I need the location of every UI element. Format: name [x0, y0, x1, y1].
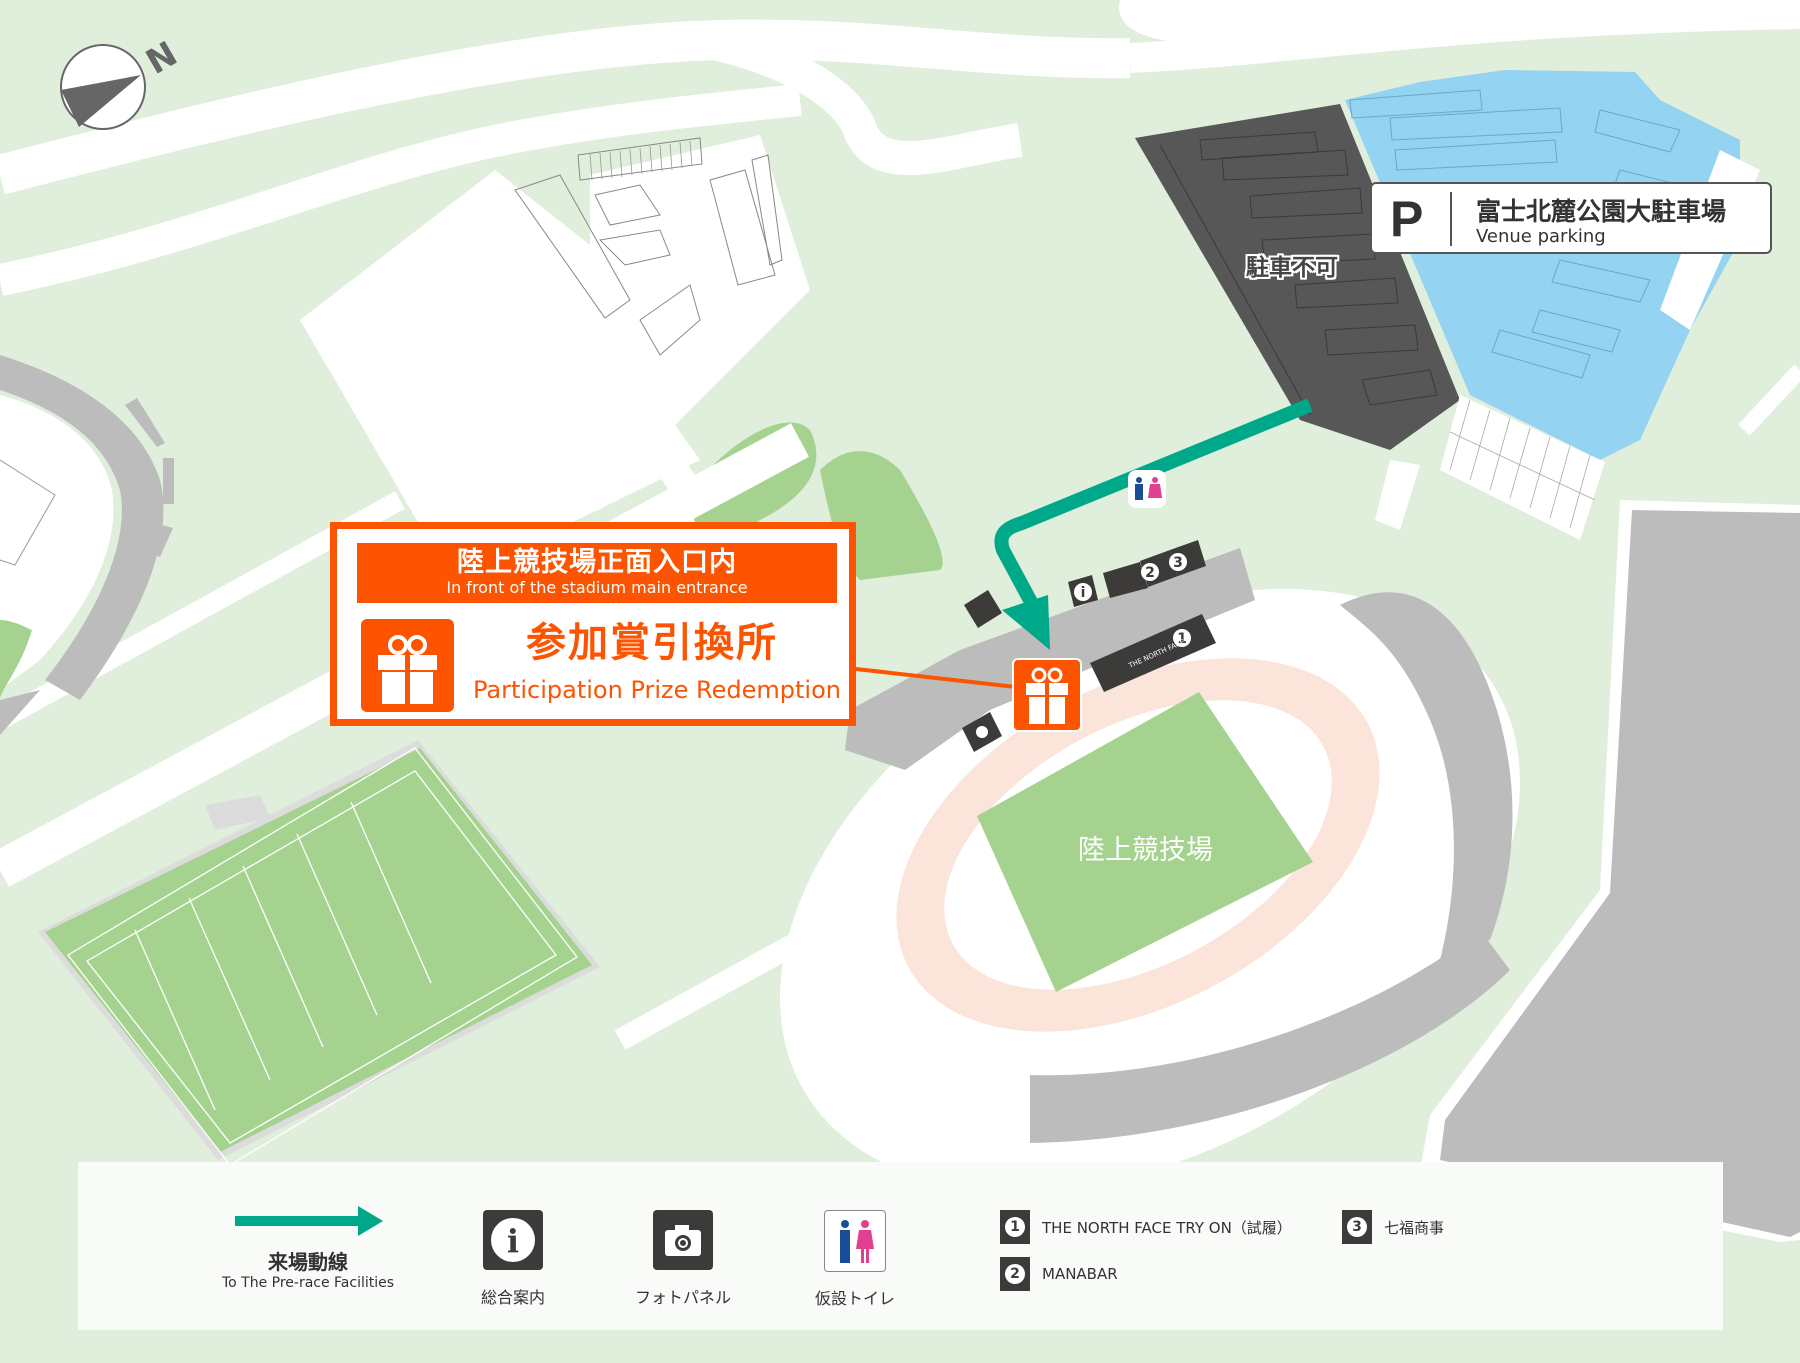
legend-booth-2: 2 MANABAR [1000, 1257, 1118, 1291]
booth-3-badge: 3 [1342, 1210, 1372, 1244]
stadium-label: 陸上競技場 [1078, 835, 1213, 866]
legend-booth-2-label: MANABAR [1042, 1265, 1118, 1283]
callout-location-header: 陸上競技場正面入口内 In front of the stadium main … [357, 543, 837, 603]
legend-booth-3: 3 七福商事 [1342, 1210, 1444, 1244]
booth-1-marker: 1 [1177, 631, 1187, 647]
svg-text:i: i [507, 1222, 519, 1260]
legend-booth-1: 1 THE NORTH FACE TRY ON（試履） [1000, 1210, 1292, 1244]
legend-booth-1-label: THE NORTH FACE TRY ON（試履） [1042, 1218, 1292, 1237]
booth-2-badge: 2 [1000, 1257, 1030, 1291]
map-legend: 来場動線 To The Pre-race Facilities i 総合案内 フ… [78, 1162, 1723, 1330]
legend-toilet-label: 仮設トイレ [814, 1289, 895, 1308]
info-icon: i [483, 1210, 543, 1270]
location-en: In front of the stadium main entrance [446, 578, 748, 597]
legend-toilet: 仮設トイレ [805, 1210, 905, 1309]
legend-route-title: 来場動線 [268, 1250, 348, 1274]
callout-title-en: Participation Prize Redemption [473, 676, 841, 704]
booth-2-marker: 2 [1145, 565, 1155, 581]
callout-title-jp: 参加賞引換所 [526, 620, 778, 666]
parking-name-en: Venue parking [1476, 226, 1606, 247]
info-icon-booth: i [1081, 585, 1086, 601]
camera-icon [653, 1210, 713, 1270]
location-jp: 陸上競技場正面入口内 [457, 547, 737, 578]
legend-photo: フォトパネル [633, 1210, 733, 1308]
venue-parking-label[interactable]: P 富士北麓公園大駐車場 Venue parking [1370, 182, 1772, 254]
legend-info: i 総合案内 [463, 1210, 563, 1308]
toilet-icon [824, 1210, 886, 1272]
parking-icon: P [1390, 191, 1424, 247]
no-parking-label: 駐車不可 [1246, 255, 1338, 281]
parking-name-jp: 富士北麓公園大駐車場 [1476, 197, 1727, 226]
legend-route-sub: To The Pre-race Facilities [221, 1275, 395, 1291]
compass-icon: N [60, 34, 184, 130]
gift-icon [361, 619, 454, 712]
route-arrow-icon [235, 1206, 383, 1236]
prize-redemption-callout[interactable]: 陸上競技場正面入口内 In front of the stadium main … [330, 522, 856, 726]
booth-1-badge: 1 [1000, 1210, 1030, 1244]
legend-route [228, 1206, 388, 1240]
divider [1450, 192, 1452, 246]
legend-photo-label: フォトパネル [634, 1288, 731, 1307]
legend-info-label: 総合案内 [480, 1288, 545, 1307]
booth-3-marker: 3 [1173, 555, 1183, 571]
legend-booth-3-label: 七福商事 [1384, 1218, 1445, 1237]
